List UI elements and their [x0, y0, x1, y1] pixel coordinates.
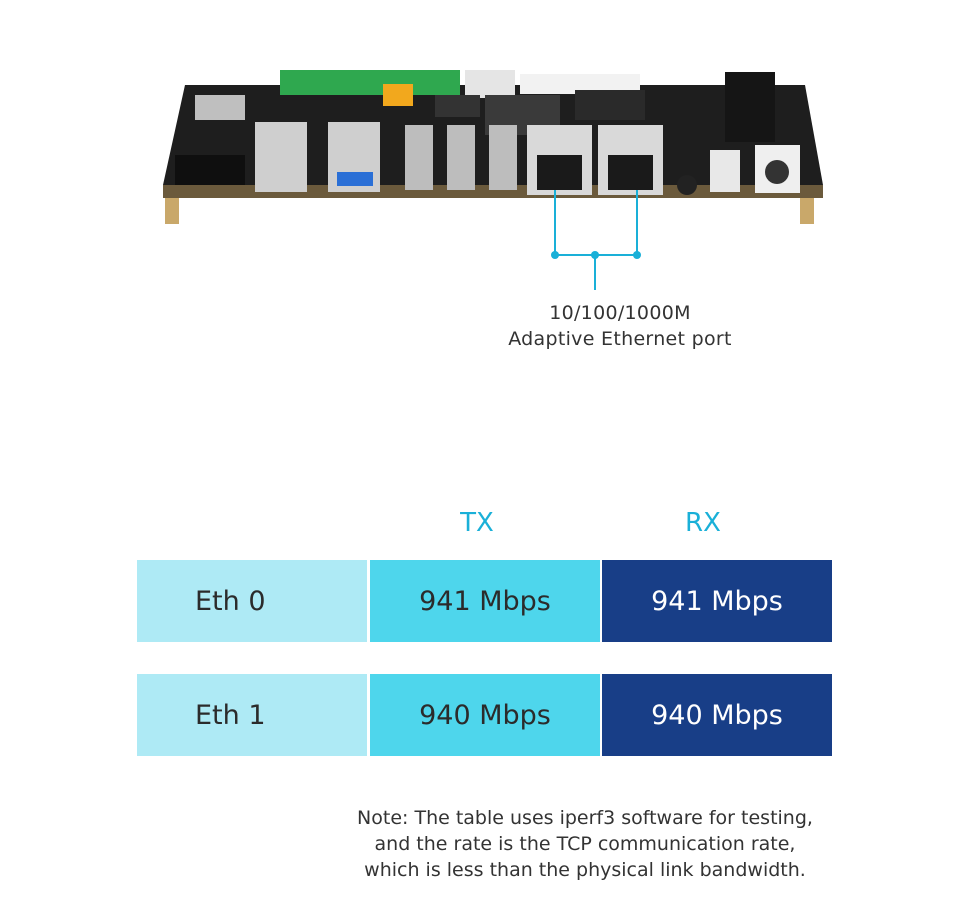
callout-bracket	[551, 190, 641, 290]
tx-rate-cell: 941 Mbps	[370, 560, 600, 642]
ethernet-port-caption: 10/100/1000M Adaptive Ethernet port	[470, 300, 770, 352]
callout-dot-right	[633, 251, 641, 259]
callout-dot-left	[551, 251, 559, 259]
interface-name-cell: Eth 0	[137, 560, 367, 642]
note-line-1: Note: The table uses iperf3 software for…	[357, 807, 813, 829]
callout-dot-center	[591, 251, 599, 259]
board-illustration	[163, 70, 823, 224]
interface-name-cell: Eth 1	[137, 674, 367, 756]
table-row: Eth 1 940 Mbps 940 Mbps	[137, 674, 832, 756]
table-row: Eth 0 941 Mbps 941 Mbps	[137, 560, 832, 642]
board-image	[155, 60, 835, 235]
tx-column-header: TX	[460, 508, 494, 538]
note-line-2: and the rate is the TCP communication ra…	[374, 833, 796, 855]
rx-column-header: RX	[685, 508, 721, 538]
ethernet-callout-lines	[540, 190, 660, 290]
note-line-3: which is less than the physical link ban…	[364, 859, 806, 881]
caption-line-2: Adaptive Ethernet port	[508, 328, 732, 350]
caption-line-1: 10/100/1000M	[549, 302, 691, 324]
test-note: Note: The table uses iperf3 software for…	[330, 805, 840, 883]
rx-rate-cell: 941 Mbps	[602, 560, 832, 642]
tx-rate-cell: 940 Mbps	[370, 674, 600, 756]
rx-rate-cell: 940 Mbps	[602, 674, 832, 756]
